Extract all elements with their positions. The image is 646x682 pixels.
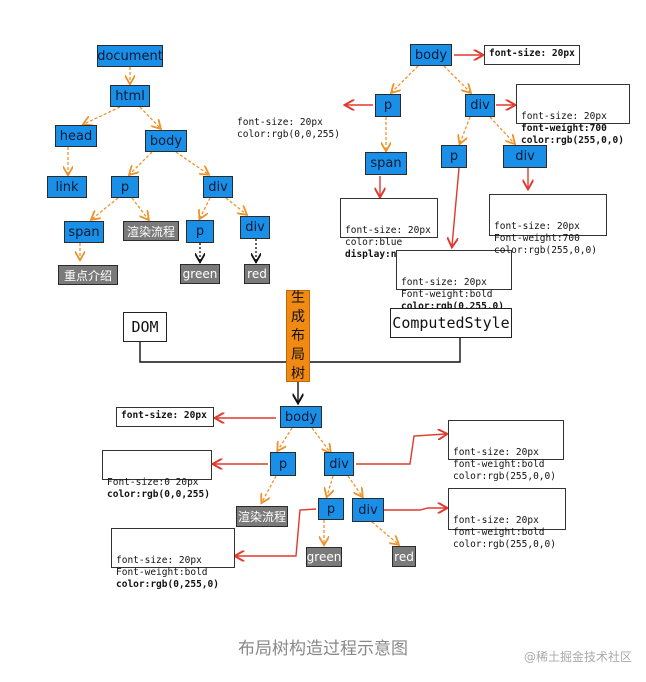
dom-node-div-p: p <box>186 220 214 243</box>
styled-node-div: div <box>465 94 495 117</box>
watermark: @稀土掘金技术社区 <box>523 650 632 664</box>
layout-body-style: font-size: 20px <box>116 407 214 427</box>
dom-node-body: body <box>145 130 187 152</box>
dom-node-span-text: 重点介绍 <box>58 265 118 285</box>
layout-node-div-p: p <box>318 498 344 520</box>
styled-body-style: font-size: 20px <box>484 45 580 65</box>
dom-node-head: head <box>55 125 97 147</box>
dom-node-span: span <box>64 221 104 243</box>
dom-node-div-div: div <box>240 216 270 239</box>
generate-layout-tree-label: 生 成 布 局 树 <box>286 290 310 382</box>
layout-node-div: div <box>324 452 354 476</box>
layout-node-p: p <box>270 452 296 476</box>
dom-node-green: green <box>180 264 220 284</box>
styled-node-div-p: p <box>441 145 467 168</box>
styled-node-p: p <box>375 94 401 117</box>
dom-node-link: link <box>47 176 87 198</box>
layout-node-red: red <box>392 546 416 567</box>
layout-node-body: body <box>280 406 322 428</box>
styled-node-body: body <box>410 44 452 66</box>
layout-node-green: green <box>306 547 342 567</box>
dom-node-p-text: 渲染流程 <box>123 221 179 241</box>
styled-node-div-div: div <box>503 145 547 168</box>
layout-node-div-div: div <box>352 498 384 522</box>
caption: 布局树构造过程示意图 <box>238 639 408 659</box>
dom-node-red: red <box>244 264 270 284</box>
dom-node-document: document <box>97 45 163 67</box>
dom-node-p: p <box>111 176 139 198</box>
styled-node-span: span <box>365 152 407 175</box>
layout-node-p-text: 渲染流程 <box>236 506 288 527</box>
dom-node-html: html <box>110 85 150 107</box>
dom-label: DOM <box>123 312 167 342</box>
computed-style-label: ComputedStyle <box>390 308 512 338</box>
dom-node-div: div <box>203 176 233 198</box>
